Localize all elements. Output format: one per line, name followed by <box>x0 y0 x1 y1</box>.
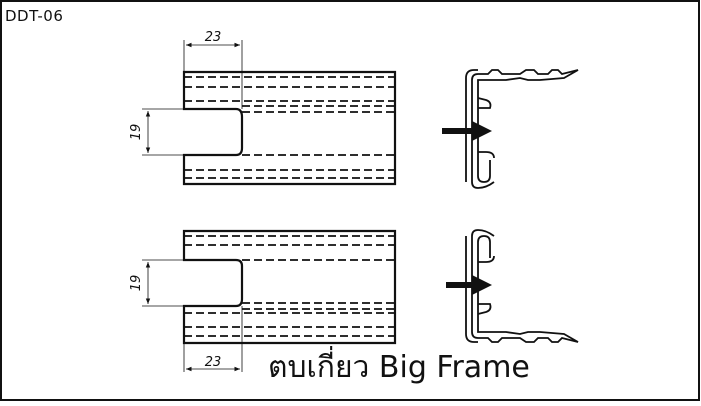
bottom-cross-section <box>465 229 579 343</box>
bottom-insert-arrow <box>446 275 492 295</box>
top-cross-section <box>465 69 579 189</box>
bottom-profile-view <box>142 229 397 372</box>
top-profile-outline <box>182 70 397 186</box>
bottom-profile-outline <box>182 229 397 345</box>
top-insert-arrow <box>442 121 492 141</box>
dim-23-top: 23 <box>205 30 222 45</box>
dim-19-bottom: 19 <box>129 275 144 292</box>
dim-19-top: 19 <box>129 124 144 141</box>
top-profile-view <box>142 40 397 186</box>
drawing-title: ตบเกี่ยว Big Frame <box>268 350 530 385</box>
drawing-code: DDT-06 <box>5 7 64 25</box>
dim-23-bottom: 23 <box>205 355 222 370</box>
